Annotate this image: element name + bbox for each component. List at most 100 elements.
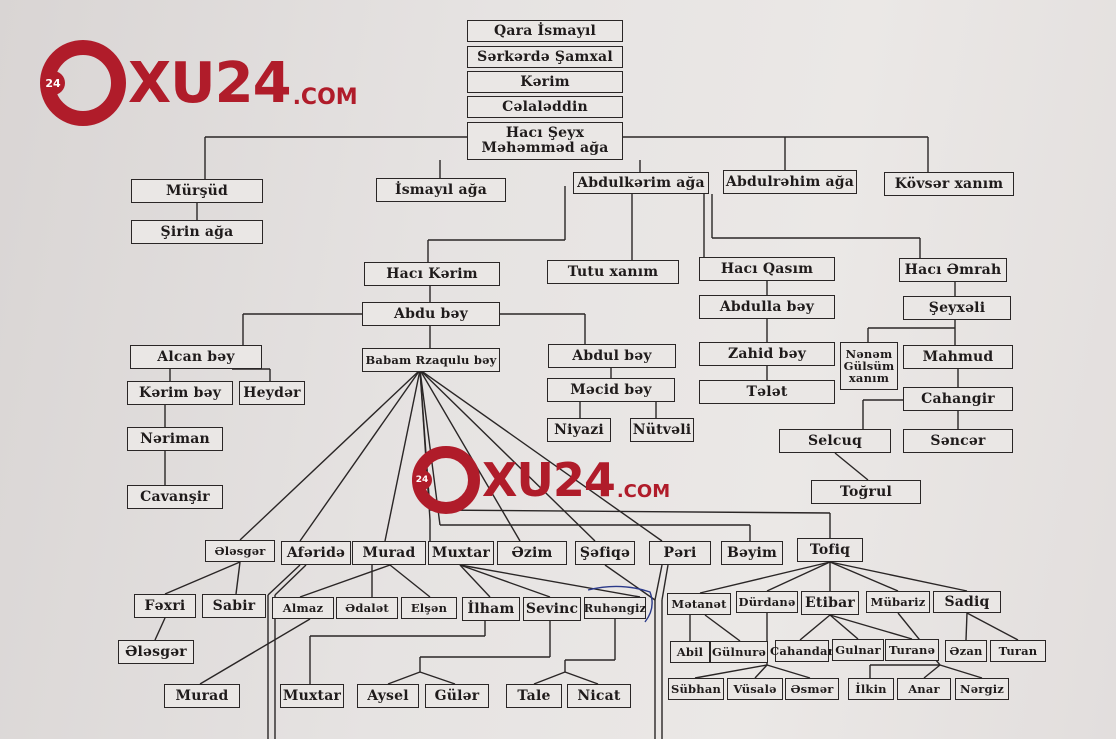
connector-line <box>966 612 1019 641</box>
person-box-cavansir: Cavanşir <box>127 485 223 509</box>
person-box-kerim-bey: Kərim bəy <box>127 381 233 405</box>
connector-line <box>754 664 768 679</box>
person-box-turane: Turanə <box>885 639 939 661</box>
connector-line <box>274 564 307 596</box>
person-box-murad: Murad <box>352 541 426 565</box>
person-box-subhan: Sübhan <box>668 678 724 700</box>
person-box-metanet: Mətanət <box>667 593 731 615</box>
connector-line <box>923 664 941 679</box>
person-box-mursud: Mürşüd <box>131 179 263 203</box>
connector-line <box>699 561 831 594</box>
person-box-aferide: Afəridə <box>281 541 351 565</box>
person-box-turan: Turan <box>990 640 1046 662</box>
connector-line <box>299 369 421 542</box>
connector-line <box>829 561 968 592</box>
person-box-abil: Abil <box>670 641 710 663</box>
person-box-abdulla: Abdulla bəy <box>699 295 835 319</box>
connector-line <box>829 614 913 640</box>
person-box-cahangir: Cahangir <box>903 387 1013 411</box>
person-box-etibar: Etibar <box>801 591 859 615</box>
person-box-abdul: Abdul bəy <box>548 344 676 368</box>
person-box-zahid: Zahid bəy <box>699 342 835 366</box>
connector-line <box>654 564 663 601</box>
person-box-haci-seyx: Hacı Şeyx Məhəmməd ağa <box>467 122 623 160</box>
person-box-beyim: Bəyim <box>721 541 783 565</box>
person-box-ilham: İlham <box>462 597 520 621</box>
person-box-guler: Gülər <box>425 684 489 708</box>
person-box-cahandar: Cahandar <box>770 640 834 662</box>
person-box-haci-qasim: Hacı Qasım <box>699 257 835 281</box>
person-box-esmer: Əsmər <box>785 678 839 700</box>
person-box-murad2: Murad <box>164 684 240 708</box>
connector-line <box>965 612 968 641</box>
pen-mark <box>587 585 653 623</box>
connector-line <box>154 617 166 641</box>
person-box-celaleddin: Cəlaləddin <box>467 96 623 118</box>
person-box-sefiqe: Şəfiqə <box>575 541 635 565</box>
person-box-tofiq: Tofiq <box>797 538 863 562</box>
connector-line <box>799 614 831 641</box>
person-box-sadiq: Sadiq <box>933 591 1001 613</box>
person-box-kerim: Kərim <box>467 71 623 93</box>
person-box-niyazi: Niyazi <box>547 418 611 442</box>
person-box-ruhengiz: Ruhəngiz <box>584 597 646 619</box>
connector-line <box>419 369 596 542</box>
connector-line <box>387 671 421 685</box>
logo-ring-icon: 24 <box>40 40 126 126</box>
person-box-muxtar2: Muxtar <box>280 684 344 708</box>
person-box-selcuq: Selcuq <box>779 429 891 453</box>
person-box-haci-emrah: Hacı Əmrah <box>899 258 1007 282</box>
person-box-togrul: Toğrul <box>811 480 921 504</box>
person-box-ilkin: İlkin <box>848 678 894 700</box>
person-box-alcan: Alcan bəy <box>130 345 262 369</box>
person-box-mubariz: Mübariz <box>866 591 930 613</box>
connector-line <box>564 671 599 685</box>
person-box-neriman: Nəriman <box>127 427 223 451</box>
person-box-mahmud: Mahmud <box>903 345 1013 369</box>
connector-line <box>429 509 831 514</box>
connector-line <box>766 561 831 592</box>
person-box-kovser: Kövsər xanım <box>884 172 1014 196</box>
person-box-vusale: Vüsalə <box>727 678 783 700</box>
logo-suffix: .COM <box>292 85 358 110</box>
person-box-almaz: Almaz <box>272 597 334 619</box>
person-box-qara: Qara İsmayıl <box>467 20 623 42</box>
connector-line <box>533 671 566 685</box>
person-box-ismayil: İsmayıl ağa <box>376 178 506 202</box>
person-box-nergiz: Nərgiz <box>955 678 1009 700</box>
connector-line <box>766 664 811 679</box>
connector-line <box>459 564 491 598</box>
person-box-babam: Babam Rzaqulu bəy <box>362 348 500 372</box>
logo-ring-icon: 24 <box>412 446 480 514</box>
person-box-edalet: Ədalət <box>336 597 398 619</box>
person-box-anar: Anar <box>897 678 951 700</box>
connector-line <box>235 561 241 595</box>
connector-line <box>694 664 768 679</box>
person-box-aysel: Aysel <box>357 684 419 708</box>
person-box-serkerde: Sərkərdə Şamxal <box>467 46 623 68</box>
person-box-abdulrehim: Abdulrəhim ağa <box>723 170 857 194</box>
connector-line <box>459 564 641 598</box>
person-box-ezan: Əzan <box>945 640 987 662</box>
logo-text: XU24 <box>128 50 292 116</box>
person-box-sirin: Şirin ağa <box>131 220 263 244</box>
connector-line <box>419 369 663 542</box>
connector-line <box>239 369 421 541</box>
person-box-heyder: Heydər <box>239 381 305 405</box>
person-box-gulnar: Gulnar <box>832 639 884 661</box>
connector-line <box>459 564 551 598</box>
person-box-nicat: Nicat <box>567 684 631 708</box>
connector-line <box>829 561 899 592</box>
connector-line <box>829 614 859 640</box>
connector-line <box>384 369 421 542</box>
person-box-sencer: Səncər <box>903 429 1013 453</box>
connector-line <box>834 452 869 481</box>
person-box-sabir: Sabir <box>202 594 266 618</box>
person-box-tale: Tale <box>506 684 562 708</box>
person-box-abdulkerim: Abdulkərim ağa <box>573 172 709 194</box>
connector-line <box>199 618 311 685</box>
person-box-nutveli: Nütvəli <box>630 418 694 442</box>
person-box-seyxeli: Şeyxəli <box>903 296 1011 320</box>
connector-line <box>419 671 456 685</box>
person-box-tutu: Tutu xanım <box>547 260 679 284</box>
